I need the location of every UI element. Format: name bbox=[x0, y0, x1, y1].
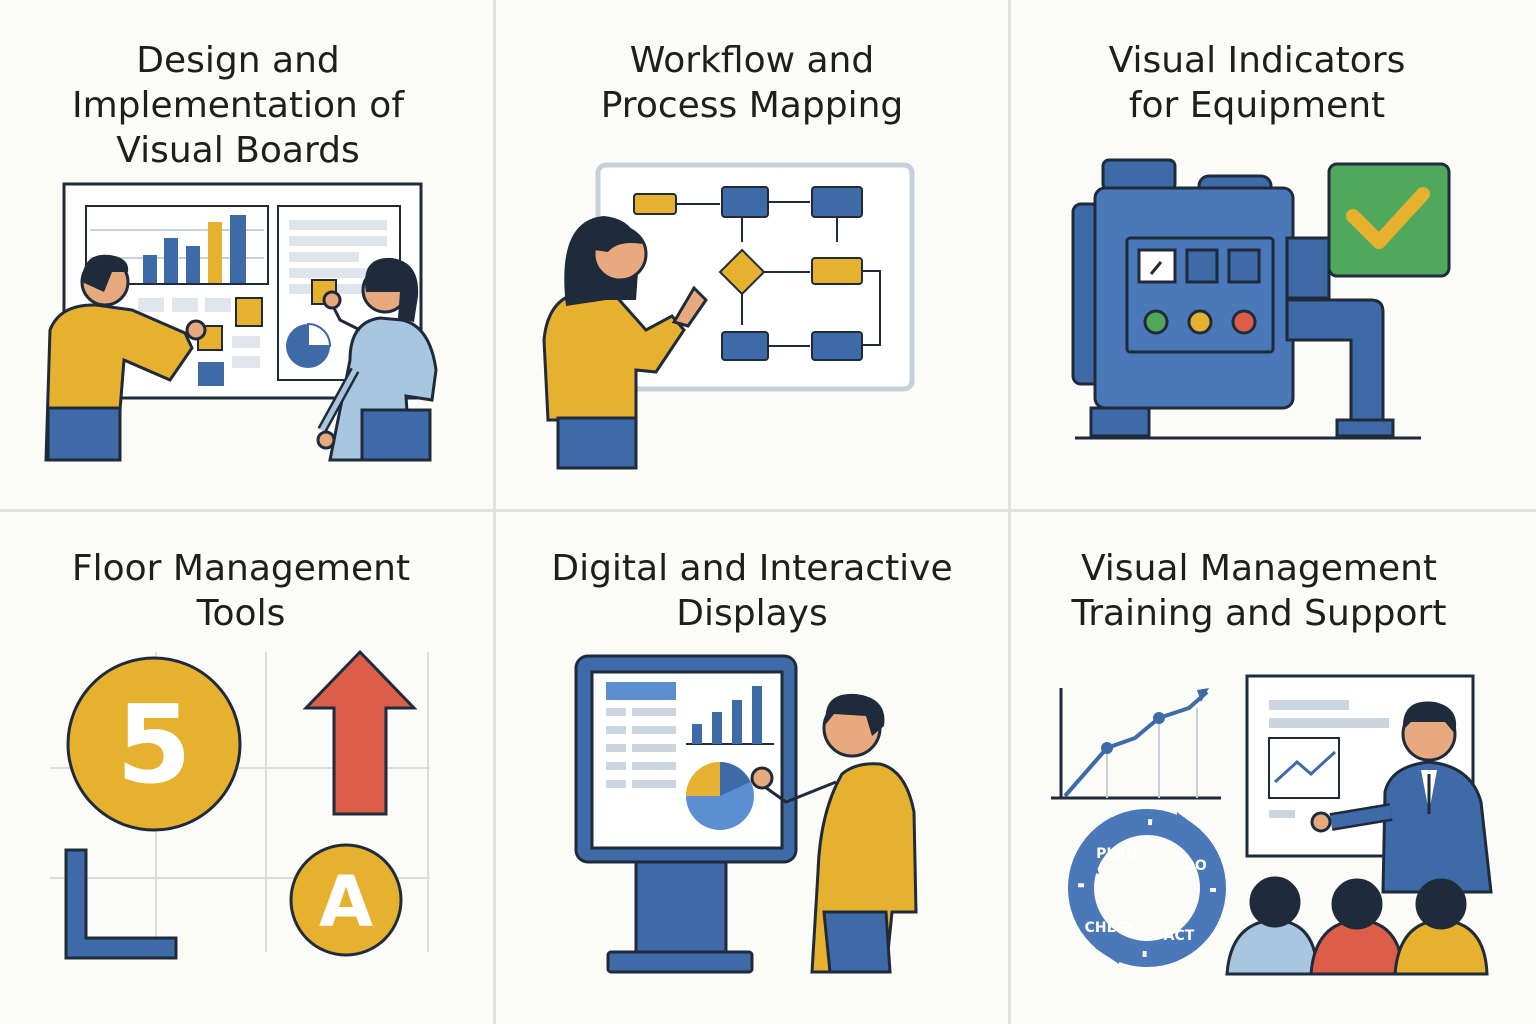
pie-chart-icon bbox=[686, 762, 754, 830]
pdca-act-label: ACT bbox=[1164, 928, 1195, 944]
panel-title: Visual Indicators for Equipment bbox=[1011, 38, 1503, 128]
column-divider-1 bbox=[493, 0, 496, 1024]
pdca-do-label: DO bbox=[1183, 858, 1207, 874]
man-user bbox=[750, 693, 918, 974]
flowchart-icon bbox=[633, 186, 881, 361]
title-line: Design and bbox=[136, 40, 340, 81]
pdca-plan-label: PLAN bbox=[1096, 846, 1138, 862]
digital-display-illustration bbox=[574, 654, 918, 974]
man-person bbox=[44, 254, 207, 462]
panel-visual-boards: Design and Implementation of Visual Boar… bbox=[0, 0, 493, 509]
woman-person bbox=[316, 257, 438, 462]
title-line: Training and Support bbox=[1071, 593, 1447, 634]
panel-training-support: Visual Management Training and Support bbox=[1011, 512, 1536, 1024]
up-arrow-icon bbox=[302, 649, 418, 816]
letter-floor-marker: A bbox=[289, 843, 403, 957]
panel-equipment-indicators: Visual Indicators for Equipment bbox=[1011, 0, 1536, 509]
machine-icon bbox=[1071, 158, 1421, 440]
panel-title: Digital and Interactive Displays bbox=[496, 546, 1008, 636]
letter-marker-text: A bbox=[319, 861, 373, 943]
woman-presenter bbox=[542, 216, 708, 470]
title-line: for Equipment bbox=[1128, 85, 1386, 126]
number-marker-text: 5 bbox=[116, 683, 191, 808]
visual-board-illustration bbox=[44, 182, 438, 462]
presenter-person bbox=[1310, 701, 1493, 894]
floor-corner-marker-icon bbox=[64, 848, 178, 960]
title-line: Floor Management bbox=[71, 548, 411, 589]
display-monitor bbox=[574, 654, 798, 974]
row-divider bbox=[0, 509, 1536, 512]
title-line: Workflow and bbox=[629, 40, 875, 81]
title-line: Implementation of bbox=[72, 85, 404, 126]
panel-title: Design and Implementation of Visual Boar… bbox=[0, 38, 476, 173]
title-line: Visual Boards bbox=[116, 130, 360, 171]
process-map-illustration bbox=[542, 162, 915, 470]
column-divider-2 bbox=[1008, 0, 1011, 1024]
title-line: Tools bbox=[196, 593, 286, 634]
bar-chart-icon bbox=[90, 215, 264, 283]
title-line: Process Mapping bbox=[600, 85, 904, 126]
bar-chart-icon bbox=[686, 686, 774, 745]
audience bbox=[1225, 876, 1489, 976]
pdca-check-label: CHECK bbox=[1085, 920, 1139, 936]
panel-title: Visual Management Training and Support bbox=[1011, 546, 1507, 636]
panel-digital-displays: Digital and Interactive Displays bbox=[496, 512, 1008, 1024]
title-line: Visual Indicators bbox=[1108, 40, 1406, 81]
panel-workflow-mapping: Workflow and Process Mapping bbox=[496, 0, 1008, 509]
training-illustration: PLAN DO ACT CHECK bbox=[1051, 674, 1493, 976]
pie-chart-icon bbox=[286, 322, 332, 368]
number-floor-marker: 5 bbox=[66, 656, 242, 832]
check-icon bbox=[1327, 162, 1451, 278]
title-line: Visual Management bbox=[1080, 548, 1438, 589]
pdca-cycle-icon: PLAN DO ACT CHECK bbox=[1068, 809, 1226, 967]
panel-floor-management: Floor Management Tools 5 bbox=[0, 512, 493, 1024]
title-line: Displays bbox=[676, 593, 828, 634]
title-line: Digital and Interactive bbox=[551, 548, 953, 589]
equipment-illustration bbox=[1071, 158, 1451, 440]
floor-tools-illustration: 5 A bbox=[50, 649, 430, 960]
line-chart-icon bbox=[1051, 688, 1221, 800]
panel-title: Floor Management Tools bbox=[0, 546, 482, 636]
panel-title: Workflow and Process Mapping bbox=[496, 38, 1008, 128]
